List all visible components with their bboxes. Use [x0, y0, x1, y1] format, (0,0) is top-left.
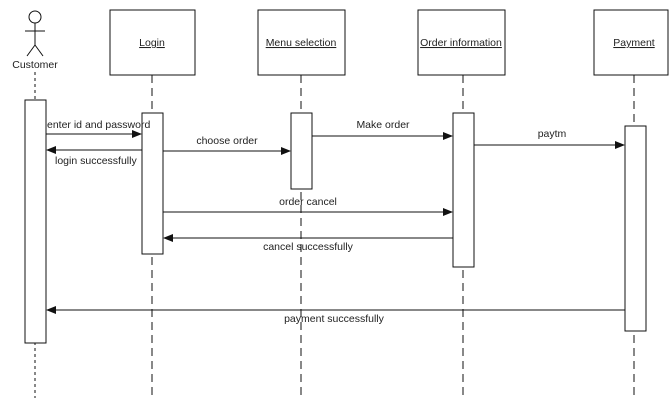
message-paytm: paytm [474, 128, 625, 149]
message-label: cancel successfully [263, 241, 354, 253]
payment-activation [624, 125, 647, 332]
message-label: payment successfully [284, 313, 385, 325]
message-make-order: Make order [312, 119, 453, 140]
order-information-activation [452, 112, 475, 268]
menu-selection-activation [290, 112, 313, 190]
order-information-title: Order information [420, 37, 502, 49]
login-box [109, 9, 196, 76]
login-title: Login [139, 37, 165, 49]
actor-left-leg [26, 44, 36, 57]
message-label: choose order [196, 135, 258, 147]
message-label: order cancel [279, 196, 337, 208]
customer-activation [24, 99, 47, 344]
message-label: Make order [356, 119, 410, 131]
message-label: login successfully [55, 155, 137, 167]
customer-actor: Customer [12, 10, 58, 71]
payment-title: Payment [613, 37, 655, 49]
login-activation [141, 112, 164, 255]
menu-selection-title: Menu selection [266, 37, 337, 49]
message-cancel-successfully: cancel successfully [163, 234, 453, 253]
menu-selection-box [257, 9, 346, 76]
actor-right-leg [34, 44, 44, 57]
message-order-cancel: order cancel [163, 196, 453, 216]
message-payment-successfully: payment successfully [46, 306, 625, 325]
order-information-box [417, 9, 506, 76]
message-login-successfully: login successfully [46, 146, 142, 167]
message-choose-order: choose order [163, 135, 291, 155]
message-enter-id: enter id and password [46, 119, 150, 138]
actor-label: Customer [12, 59, 58, 71]
message-label: enter id and password [47, 119, 150, 131]
message-label: paytm [538, 128, 567, 140]
actor-head [28, 10, 42, 24]
payment-box [593, 9, 669, 76]
